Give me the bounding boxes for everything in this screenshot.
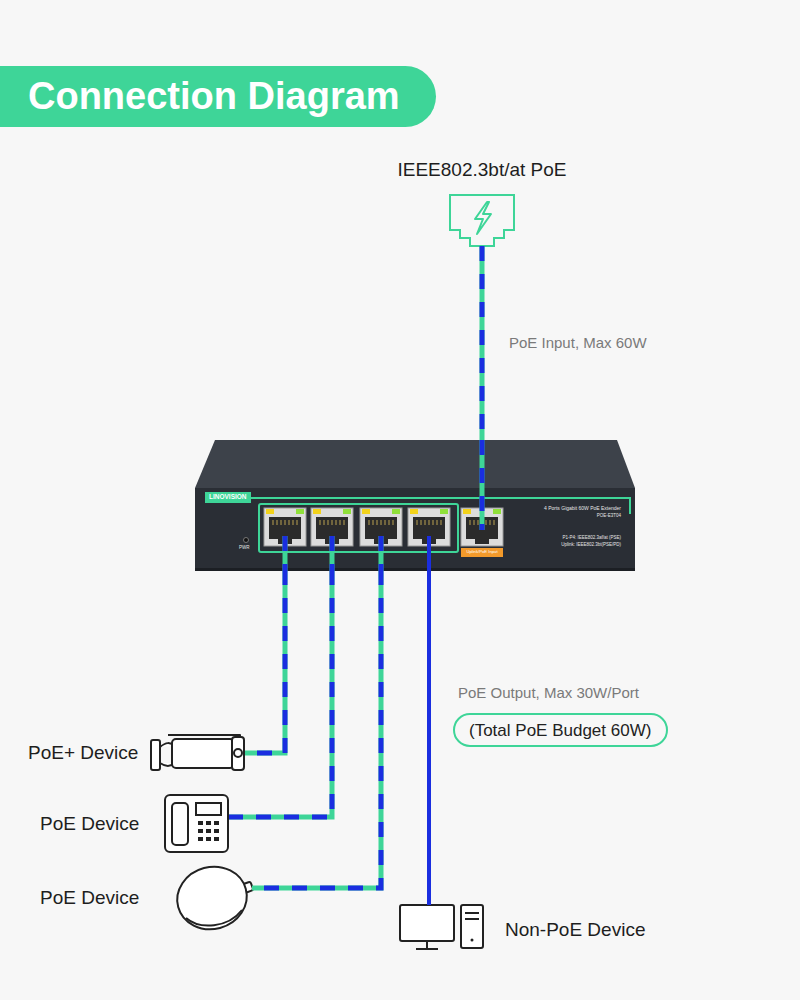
node-text: Non-PoE Device <box>505 919 645 942</box>
cable-stub <box>285 440 482 570</box>
device-box: PoE Device <box>37 800 229 848</box>
poe-extender-switch: 4 Ports Gigabit 60W PoE ExtenderPOE-E3T0… <box>195 440 635 570</box>
cable-connector <box>482 246 483 440</box>
access-point-icon <box>170 859 254 937</box>
node-text: PoE Device <box>40 813 139 836</box>
camera-icon <box>151 735 244 770</box>
cable-line <box>427 570 431 905</box>
cable-connector <box>252 570 381 888</box>
panel-print: Uplink: IEEE802.3bt(PSE/PD) <box>561 543 621 548</box>
budget-box: (Total PoE Budget 60W) <box>453 713 668 747</box>
cable-base <box>252 570 381 888</box>
device-box: PoE Device <box>37 874 252 922</box>
node-text: Uplink/PoE Input <box>466 550 497 554</box>
title-banner: Connection Diagram <box>0 66 436 127</box>
brand-tab: LINOVISION <box>205 492 251 503</box>
phone-icon <box>165 795 228 852</box>
cable-base <box>480 246 485 440</box>
edge-label: PoE Input, Max 60W <box>507 334 649 352</box>
device-box: PoE+ Device <box>25 729 245 777</box>
cable-connector <box>245 570 285 753</box>
node-text: LINOVISION <box>209 494 247 501</box>
cable-connector <box>229 570 332 817</box>
cable-connector <box>429 570 430 905</box>
node-text: PoE+ Device <box>28 742 138 765</box>
power-source: IEEE802.3bt/at PoE <box>377 155 587 246</box>
switch-body <box>195 440 635 571</box>
cable-base <box>229 570 332 817</box>
poe-source-icon <box>450 195 514 246</box>
node-text: IEEE802.3bt/at PoE <box>377 159 587 182</box>
panel-print: POE-E3T04 <box>597 514 621 519</box>
node-text: PoE Device <box>40 887 139 910</box>
panel-print: 4 Ports Gigabit 60W PoE Extender <box>544 506 621 511</box>
port-tag: Uplink/PoE Input <box>461 548 503 557</box>
cable-dash <box>229 570 332 817</box>
computer-icon <box>400 905 483 949</box>
cable-base <box>245 570 285 753</box>
node-text: (Total PoE Budget 60W) <box>469 722 651 739</box>
device-box: Non-PoE Device <box>398 905 658 955</box>
cable-dash <box>252 570 381 888</box>
cable-dash <box>480 246 485 440</box>
note-label: PoE Output, Max 30W/Port <box>458 684 639 702</box>
cable-dash <box>245 570 285 753</box>
panel-print: PWR <box>239 546 250 551</box>
panel-print: P1-P4: IEEE802.3af/at (PSE) <box>562 536 621 541</box>
